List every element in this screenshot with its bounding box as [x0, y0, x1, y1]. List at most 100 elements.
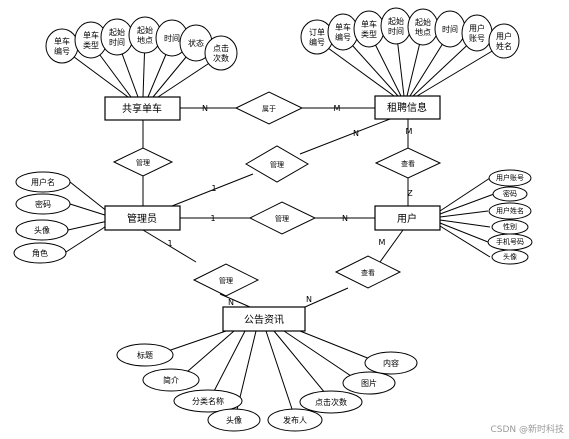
user-attribute: 密码	[492, 186, 528, 202]
bike-attribute-line1: 状态	[188, 38, 204, 48]
cardinality-label: 1	[211, 184, 216, 193]
rental-attribute-line2: 地点	[415, 27, 431, 37]
notice-attribute: 简介	[142, 368, 200, 392]
bike-attribute: 单车 编号	[45, 28, 79, 64]
rental-attribute-line1: 单车	[335, 22, 351, 32]
notice-attribute-label: 简介	[163, 375, 179, 385]
rental-attribute-line1: 用户	[469, 23, 485, 33]
rental-attribute-line2: 编号	[309, 37, 325, 47]
rental-attribute-line2: 时间	[388, 26, 404, 36]
relationship-manage-rental: 管理	[245, 145, 309, 183]
bike-attribute-line2: 编号	[54, 46, 70, 56]
notice-attribute: 点击次数	[299, 390, 363, 414]
relationship-manage-bike-label: 管理	[136, 158, 150, 167]
rental-attribute: 用户 姓名	[488, 23, 520, 59]
entity-notice-label: 公告资讯	[244, 313, 284, 326]
bike-attribute: 单车 类型	[74, 21, 108, 59]
notice-attribute-label: 头像	[226, 415, 242, 425]
user-attribute-label: 头像	[503, 252, 517, 261]
entity-bike-label: 共享单车	[122, 102, 162, 115]
bike-attribute-line1: 单车	[83, 30, 99, 40]
entity-admin: 管理员	[104, 205, 181, 231]
rental-attribute-line1: 订单	[309, 27, 325, 37]
user-attribute: 性别	[491, 219, 529, 235]
entity-rental: 租聘信息	[374, 95, 441, 120]
relationship-manage-rental-label: 管理	[270, 160, 284, 169]
notice-attribute: 标题	[116, 343, 174, 367]
rental-attribute-line1: 起始	[415, 17, 431, 27]
watermark-text: CSDN @新时科技	[490, 423, 564, 435]
relationship-belongs: 属于	[234, 91, 304, 125]
relationship-user-view-notice-label: 查看	[361, 268, 375, 277]
bike-attribute-line1: 点击	[213, 43, 229, 53]
bike-attribute-line2: 次数	[213, 53, 229, 63]
notice-attribute: 发布人	[267, 408, 323, 432]
notice-attribute-label: 发布人	[283, 415, 307, 425]
rental-attribute: 时间	[434, 10, 466, 48]
relationship-belongs-label: 属于	[262, 105, 276, 113]
user-attribute-label: 密码	[503, 189, 517, 198]
bike-attribute-line1: 起始	[109, 27, 125, 37]
user-attribute-label: 用户账号	[496, 173, 524, 182]
admin-attribute: 用户名	[15, 171, 71, 193]
cardinality-label: M	[406, 127, 413, 136]
rental-attribute-line2: 类型	[361, 29, 377, 39]
rental-attribute-line2: 姓名	[496, 41, 512, 51]
relationship-user-view-rental: 查看	[374, 147, 442, 179]
entity-user: 用户	[374, 205, 441, 231]
cardinality-label: N	[353, 129, 359, 138]
cardinality-label: N	[228, 298, 234, 307]
user-attribute: 手机号码	[487, 233, 533, 251]
relationship-user-view-rental-label: 查看	[401, 159, 415, 168]
rental-attribute-line1: 时间	[442, 24, 458, 34]
cardinality-label: N	[342, 214, 348, 223]
cardinality-label: N	[202, 104, 208, 113]
entity-notice: 公告资讯	[222, 306, 306, 332]
cardinality-label: 1	[167, 239, 172, 248]
cardinality-label: Z	[407, 189, 413, 198]
bike-attribute-line1: 时间	[164, 33, 180, 43]
user-attribute: 用户账号	[488, 169, 532, 187]
admin-attribute-label: 用户名	[31, 177, 55, 187]
notice-attribute-label: 图片	[361, 378, 377, 388]
cardinality-label: M	[379, 238, 386, 247]
bike-attribute-line2: 地点	[137, 35, 153, 45]
admin-attribute: 角色	[13, 242, 67, 264]
entity-bike: 共享单车	[104, 96, 181, 121]
relationship-manage-bike: 管理	[112, 147, 174, 177]
user-attribute-label: 用户姓名	[496, 206, 524, 215]
entity-user-label: 用户	[397, 212, 417, 225]
rental-attribute: 单车 编号	[327, 13, 359, 51]
admin-attribute: 密码	[15, 193, 71, 215]
entity-rental-label: 租聘信息	[387, 101, 427, 114]
admin-attribute-label: 角色	[32, 248, 48, 258]
rental-attribute-line1: 单车	[361, 19, 377, 29]
relationship-manage-user: 管理	[248, 201, 317, 235]
relationship-manage-user-label: 管理	[275, 214, 289, 223]
cardinality-label: M	[334, 104, 341, 113]
user-attribute: 用户姓名	[488, 202, 532, 220]
bike-attribute-line1: 起始	[137, 25, 153, 35]
admin-attribute: 头像	[15, 219, 69, 241]
relationship-manage-notice-label: 管理	[219, 276, 233, 285]
rental-attribute: 单车 类型	[353, 10, 385, 48]
rental-attribute-line2: 账号	[469, 34, 485, 43]
notice-attribute-label: 内容	[383, 358, 399, 368]
bike-attribute-line2: 类型	[83, 40, 99, 50]
admin-attribute-label: 头像	[34, 225, 50, 235]
user-attribute-label: 手机号码	[496, 237, 524, 246]
user-attribute: 头像	[491, 249, 529, 265]
notice-attribute: 图片	[342, 371, 396, 395]
rental-attribute-line1: 起始	[388, 16, 404, 26]
rental-attribute: 用户 账号	[461, 14, 493, 52]
bike-attribute: 起始 时间	[100, 18, 134, 56]
cardinality-label: 1	[210, 214, 215, 223]
bike-attribute-line1: 单车	[54, 36, 70, 46]
admin-attribute-label: 密码	[35, 199, 51, 209]
notice-attribute-label: 点击次数	[315, 397, 347, 407]
rental-attribute-line2: 编号	[335, 32, 351, 42]
user-attribute-label: 性别	[503, 222, 517, 231]
rental-attribute: 起始 地点	[407, 8, 439, 46]
notice-attribute-label: 标题	[137, 350, 153, 360]
bike-attribute: 点击 次数	[204, 35, 238, 71]
